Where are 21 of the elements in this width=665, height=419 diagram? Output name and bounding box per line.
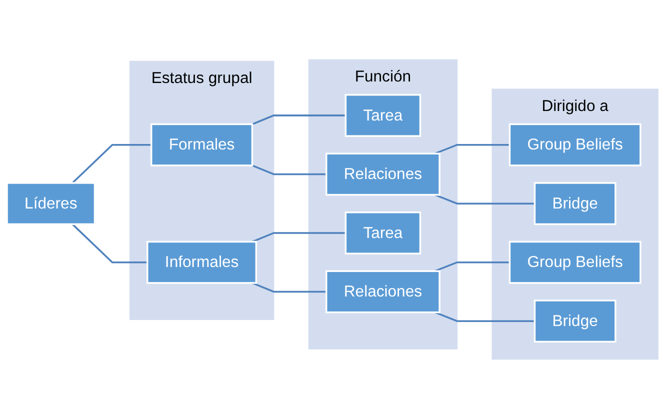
node-box: Tarea bbox=[344, 211, 422, 254]
node-box: Bridge bbox=[534, 300, 616, 343]
node-box: Relaciones bbox=[325, 152, 440, 196]
connector bbox=[434, 261, 510, 272]
connector bbox=[252, 164, 326, 176]
connector bbox=[434, 312, 535, 322]
connector bbox=[72, 224, 148, 264]
node-box: Formales bbox=[150, 123, 254, 166]
node-box: Informales bbox=[146, 240, 258, 284]
node-box: Líderes bbox=[6, 182, 96, 226]
connector bbox=[252, 232, 346, 243]
node-box: Group Beliefs bbox=[508, 123, 642, 166]
connector bbox=[72, 144, 152, 184]
connector bbox=[434, 144, 510, 154]
node-box: Group Beliefs bbox=[508, 240, 642, 284]
connector bbox=[252, 114, 346, 126]
node-box: Bridge bbox=[534, 182, 616, 226]
connector bbox=[434, 194, 535, 204]
node-box: Relaciones bbox=[325, 270, 440, 314]
connector bbox=[252, 282, 326, 293]
node-box: Tarea bbox=[344, 94, 422, 137]
